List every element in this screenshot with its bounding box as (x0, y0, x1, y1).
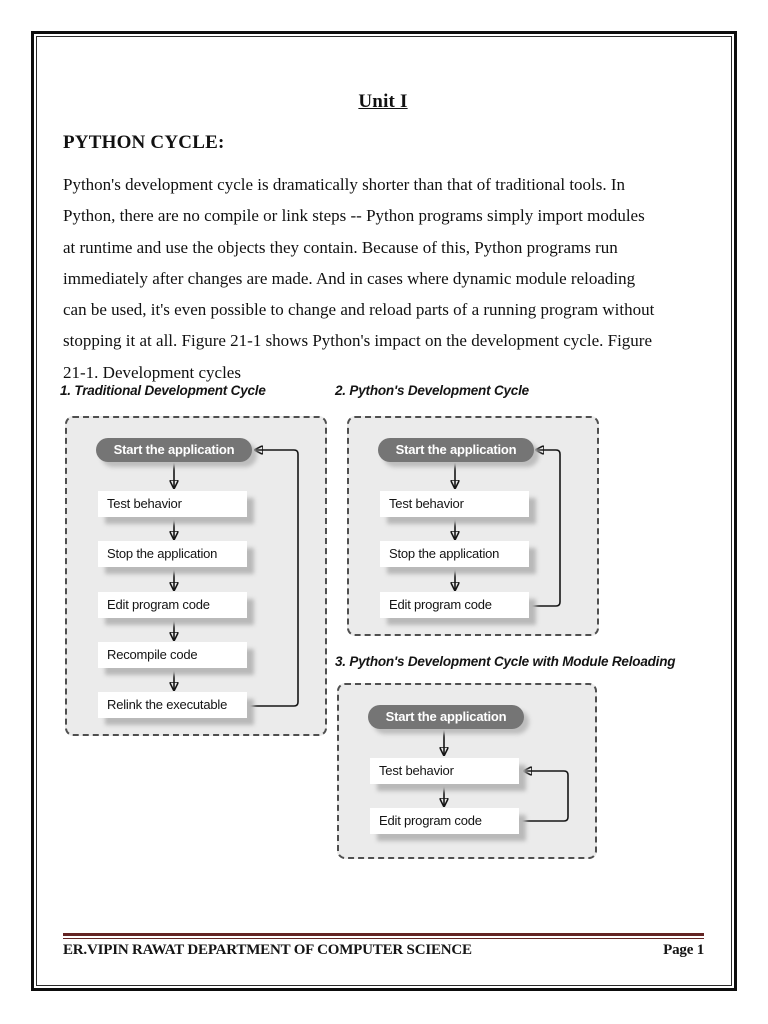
page-title: Unit I (358, 91, 408, 112)
step-box: Edit program code (370, 808, 519, 834)
start-node: Start the application (368, 705, 524, 729)
page-border-inner (36, 36, 732, 986)
body-paragraph: Python's development cycle is dramatical… (63, 175, 655, 382)
footer-page-number: Page 1 (663, 942, 704, 958)
step-box: Edit program code (98, 592, 247, 618)
step-box: Test behavior (370, 758, 519, 784)
page-footer: ER.VIPIN RAWAT DEPARTMENT OF COMPUTER SC… (63, 933, 704, 959)
step-box: Edit program code (380, 592, 529, 618)
diagram2-panel: Start the application Test behavior Stop… (347, 416, 599, 636)
step-box: Recompile code (98, 642, 247, 668)
step-box: Stop the application (98, 541, 247, 567)
diagram1-panel: Start the application Test behavior Stop… (65, 416, 327, 736)
diagram3-panel: Start the application Test behavior Edit… (337, 683, 597, 859)
diagram2-caption: 2. Python's Development Cycle (335, 383, 529, 398)
page-border-outer (31, 31, 737, 991)
section-heading: PYTHON CYCLE: (63, 132, 225, 153)
footer-department-text: ER.VIPIN RAWAT DEPARTMENT OF COMPUTER SC… (63, 942, 472, 958)
start-node: Start the application (96, 438, 252, 462)
step-box: Relink the executable (98, 692, 247, 718)
diagram1-caption: 1. Traditional Development Cycle (60, 383, 266, 398)
step-box: Test behavior (98, 491, 247, 517)
start-node: Start the application (378, 438, 534, 462)
step-box: Stop the application (380, 541, 529, 567)
step-box: Test behavior (380, 491, 529, 517)
flow-arrows-icon (67, 418, 299, 707)
footer-rule (63, 933, 704, 939)
figure-development-cycles: 1. Traditional Development Cycle Start t… (60, 381, 710, 863)
diagram3-caption: 3. Python's Development Cycle with Modul… (335, 654, 676, 669)
